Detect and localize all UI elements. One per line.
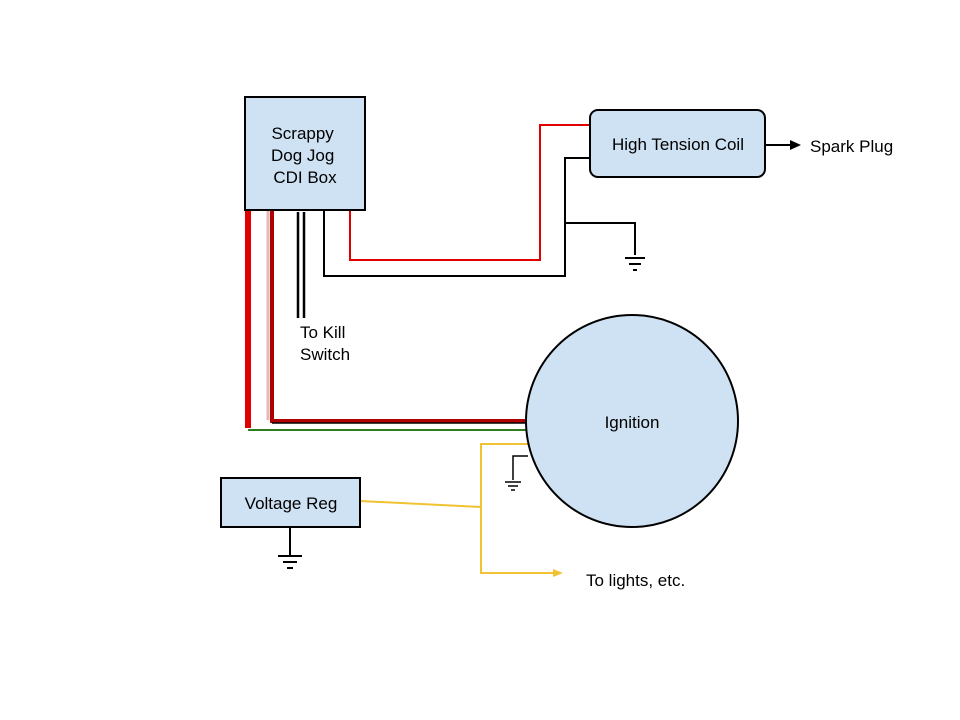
cdi-box-label-line: CDI Box — [273, 168, 337, 187]
coil-label: High Tension Coil — [612, 135, 744, 154]
lights-label: To lights, etc. — [586, 571, 685, 590]
cdi-box-label-line: Scrappy — [271, 124, 334, 143]
voltage-reg-label: Voltage Reg — [245, 494, 338, 513]
ignition-label: Ignition — [605, 413, 660, 432]
ground-icon — [625, 257, 645, 271]
kill-switch-label-line: To Kill — [300, 323, 345, 342]
cdi-box: Scrappy Dog Jog CDI Box — [244, 96, 366, 211]
ignition-ground-wire — [512, 455, 528, 480]
ignition-shape — [525, 314, 739, 528]
cdi-box-label-line: Dog Jog — [271, 146, 334, 165]
cdi-box-shape — [244, 96, 366, 211]
kill-switch-label: To Kill Switch — [300, 323, 350, 364]
black-wire-cdi-coil — [323, 157, 590, 277]
lights-arrowhead — [553, 569, 563, 577]
ground-icon — [505, 481, 521, 491]
red-wire-cdi-coil — [349, 124, 590, 261]
voltage-reg-shape — [220, 477, 361, 528]
coil-shape — [589, 109, 766, 178]
cdi-box-label: Scrappy Dog Jog CDI Box — [271, 124, 339, 187]
spark-plug-label: Spark Plug — [810, 137, 893, 156]
spark-plug-arrowhead — [790, 140, 801, 150]
yellow-wire-ignition — [480, 443, 556, 574]
yellow-wire-voltage-reg — [359, 500, 482, 508]
coil-ground-wire — [565, 222, 636, 255]
voltage-regulator: Voltage Reg — [220, 477, 361, 528]
ignition: Ignition — [525, 314, 739, 528]
kill-switch-label-line: Switch — [300, 345, 350, 364]
high-tension-coil: High Tension Coil — [589, 109, 766, 178]
wires — [245, 124, 801, 577]
ground-icon — [278, 555, 302, 569]
dark-red-wire-cdi-ignition — [270, 210, 528, 423]
